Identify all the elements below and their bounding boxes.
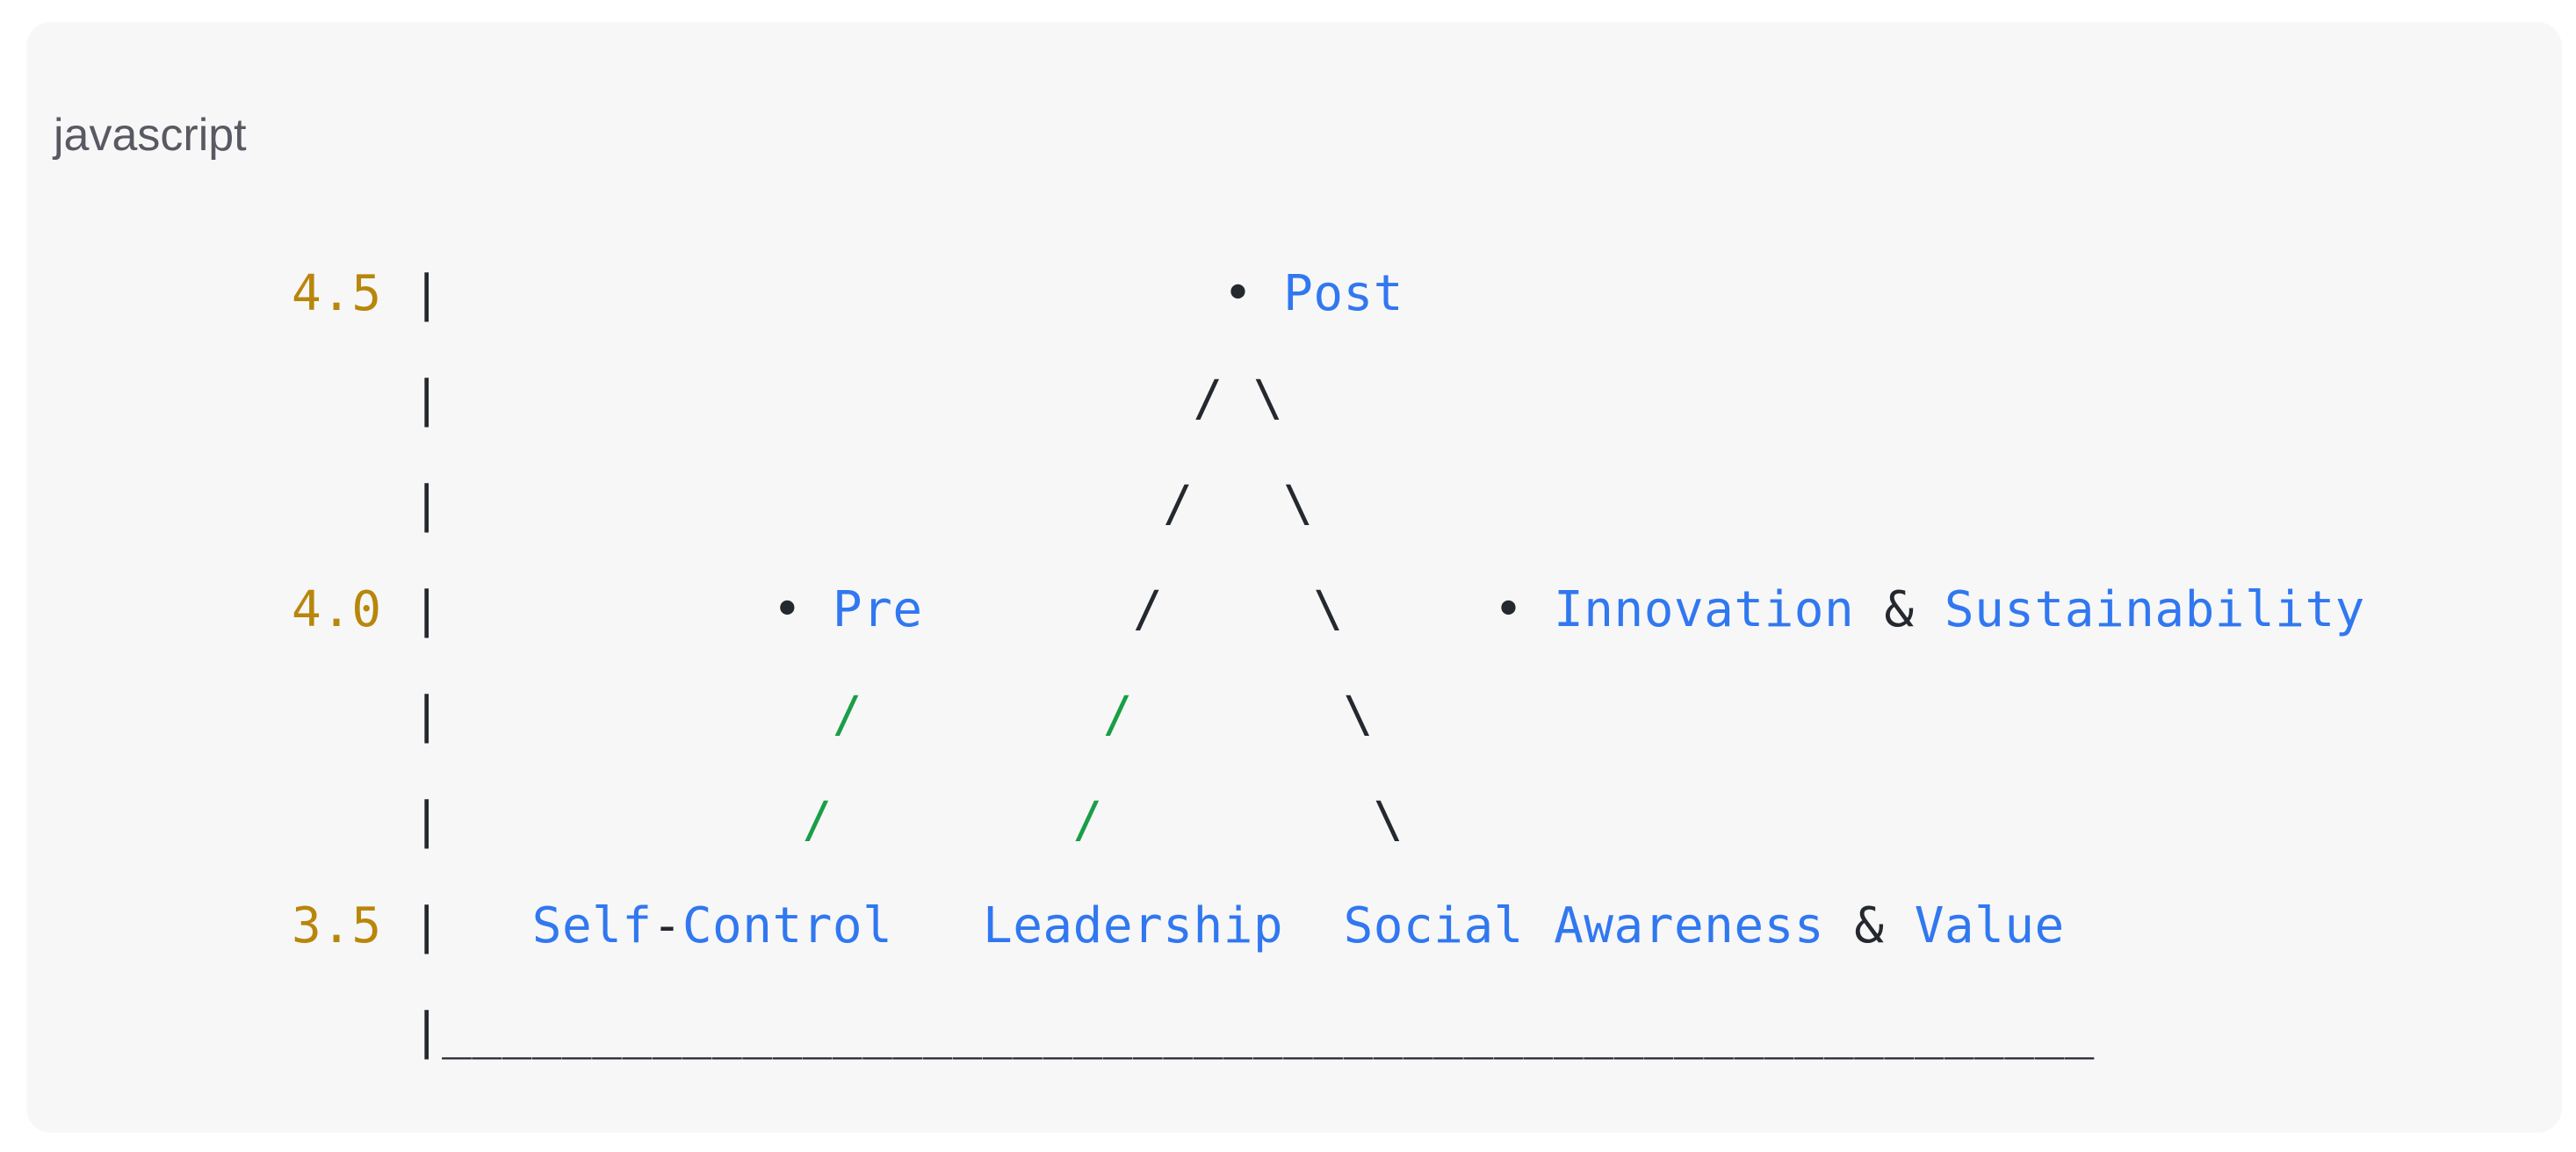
code-segment: \ (1102, 792, 1403, 849)
code-segment: Leadership (982, 897, 1284, 954)
code-segment: | / \ (292, 476, 1314, 533)
code-segment: / (1102, 687, 1134, 744)
code-segment: & (1854, 581, 1945, 638)
code-segment: Social (1343, 897, 1524, 954)
code-segment: 4.5 (292, 265, 382, 322)
code-segment (862, 687, 1103, 744)
code-line: |_______________________________________… (292, 979, 2365, 1084)
code-line: | / \ (292, 452, 2365, 558)
code-line: | / \ (292, 347, 2365, 452)
code-line: 4.0 | • Pre / \ • Innovation & Sustainab… (292, 558, 2365, 663)
code-line: | / / \ (292, 768, 2365, 874)
code-segment: Post (1283, 265, 1403, 322)
code-line: | / / \ (292, 663, 2365, 768)
code-segment: | • (381, 265, 1284, 322)
code-segment: 3.5 (292, 897, 382, 954)
code-segment: Value (1914, 897, 2065, 954)
code-line: 4.5 | • Post (292, 241, 2365, 347)
code-segment: | (381, 897, 532, 954)
code-segment: & (1824, 897, 1915, 954)
code-segment: Innovation (1554, 581, 1855, 638)
code-segment: / (1072, 792, 1103, 849)
code-segment: / (802, 792, 833, 849)
code-segment: Sustainability (1944, 581, 2365, 638)
code-segment (892, 897, 983, 954)
code-block: javascript 4.5 | • Post | / \ | / \ 4.0 |… (26, 22, 2562, 1133)
code-segment: Self (531, 897, 653, 954)
code-segment (833, 792, 1073, 849)
code-segment: | / \ (292, 371, 1284, 428)
language-label: javascript (54, 110, 247, 161)
code-segment: / (832, 687, 863, 744)
code-segment (1283, 897, 1343, 954)
code-segment: / \ • (922, 581, 1555, 638)
code-segment: 4.0 (292, 581, 382, 638)
code-segment (1524, 897, 1554, 954)
code-segment: - (652, 897, 682, 954)
code-segment: |_______________________________________… (292, 1003, 2095, 1060)
ascii-chart: 4.5 | • Post | / \ | / \ 4.0 | • Pre / \ … (292, 241, 2365, 1084)
code-segment: \ (1133, 687, 1374, 744)
code-segment: Control (682, 897, 893, 954)
code-segment: | (292, 792, 803, 849)
code-segment: Pre (832, 581, 923, 638)
code-segment: Awareness (1554, 897, 1825, 954)
code-segment: | • (381, 581, 833, 638)
code-segment: | (292, 687, 833, 744)
code-line: 3.5 | Self-Control Leadership Social Awa… (292, 874, 2365, 979)
